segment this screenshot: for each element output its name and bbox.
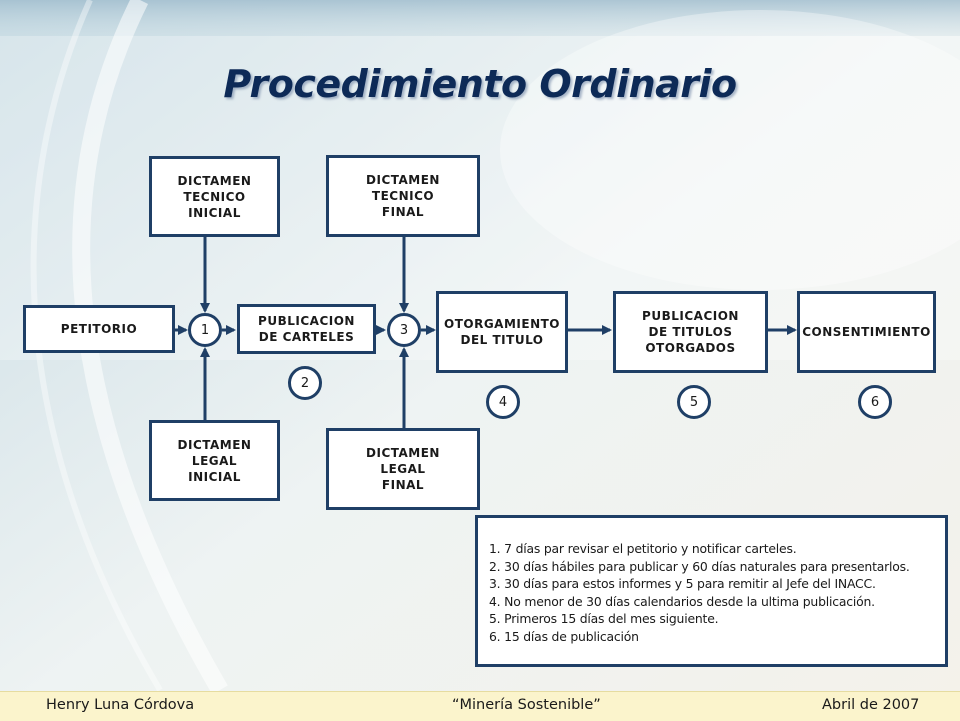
slide-footer: Henry Luna Córdova “Minería Sostenible” … bbox=[0, 691, 960, 721]
box-dictamen-legal-final: DICTAMEN LEGAL FINAL bbox=[326, 428, 480, 510]
box-dictamen-legal-inicial: DICTAMEN LEGAL INICIAL bbox=[149, 420, 280, 501]
footer-author: Henry Luna Córdova bbox=[46, 697, 195, 713]
slide-title: Procedimiento Ordinario bbox=[223, 62, 737, 106]
step-1-circle: 1 bbox=[188, 313, 222, 347]
box-publicacion-carteles: PUBLICACION DE CARTELES bbox=[237, 304, 376, 354]
box-dictamen-tecnico-inicial: DICTAMEN TECNICO INICIAL bbox=[149, 156, 280, 237]
note-1: 1. 7 días par revisar el petitorio y not… bbox=[489, 541, 797, 556]
note-3: 3. 30 días para estos informes y 5 para … bbox=[489, 576, 876, 592]
box-publicacion-titulos: PUBLICACION DE TITULOS OTORGADOS bbox=[613, 291, 768, 373]
step-2-circle: 2 bbox=[288, 366, 322, 400]
footer-motto: “Minería Sostenible” bbox=[452, 697, 601, 713]
step-5-circle: 5 bbox=[677, 385, 711, 419]
box-petitorio: PETITORIO bbox=[23, 305, 175, 353]
box-dictamen-tecnico-final: DICTAMEN TECNICO FINAL bbox=[326, 155, 480, 237]
step-6-circle: 6 bbox=[858, 385, 892, 419]
step-4-circle: 4 bbox=[486, 385, 520, 419]
note-2: 2. 30 días hábiles para publicar y 60 dí… bbox=[489, 558, 910, 574]
box-consentimiento: CONSENTIMIENTO bbox=[797, 291, 936, 373]
note-5: 5. Primeros 15 días del mes siguiente. bbox=[489, 611, 719, 627]
notes-box: 1. 7 días par revisar el petitorio y not… bbox=[475, 515, 948, 667]
footer-date: Abril de 2007 bbox=[822, 697, 920, 713]
note-4: 4. No menor de 30 días calendarios desde… bbox=[489, 593, 875, 609]
box-otorgamiento-titulo: OTORGAMIENTO DEL TITULO bbox=[436, 291, 568, 373]
step-3-circle: 3 bbox=[387, 313, 421, 347]
note-6: 6. 15 días de publicación bbox=[489, 628, 639, 644]
